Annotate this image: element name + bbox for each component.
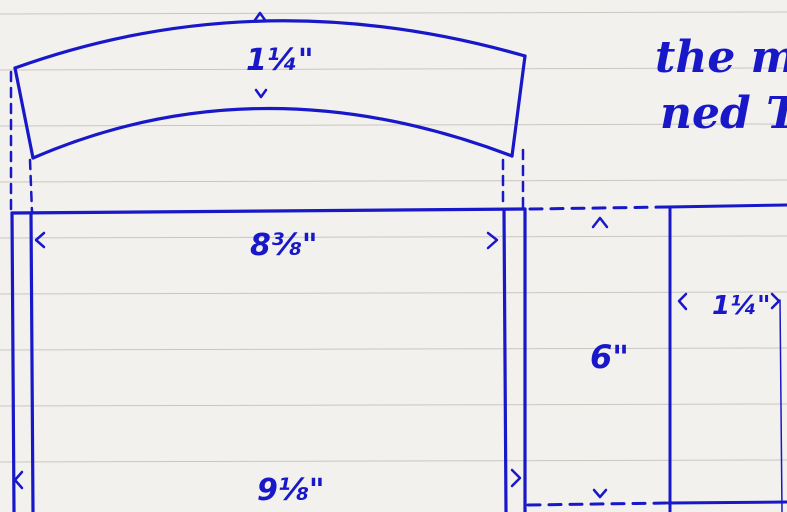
outer-width-right-arrowhead xyxy=(510,468,522,488)
rule-line xyxy=(0,403,787,407)
arch-bottom-arrowhead xyxy=(254,88,268,99)
note-line-2: ned T xyxy=(660,88,787,139)
rule-line xyxy=(0,459,787,463)
side-view-bottom-dashed xyxy=(526,501,670,507)
rule-line xyxy=(0,179,787,183)
arch-bottom-curve xyxy=(31,106,514,160)
rule-line xyxy=(0,11,787,15)
outer-width-arrows xyxy=(13,468,522,490)
inner-width-arrows xyxy=(34,231,499,250)
side-view-top-dashed xyxy=(528,205,670,211)
projection-lines xyxy=(9,70,525,214)
arch-right-edge xyxy=(510,54,527,158)
frame-inner-left xyxy=(29,211,35,512)
projection-inner-left xyxy=(28,158,34,214)
note-line-1: the m xyxy=(655,32,787,83)
rule-line xyxy=(0,347,787,351)
side-view xyxy=(526,203,787,512)
rule-line xyxy=(0,291,787,295)
arch-thickness-label: 1¼" xyxy=(246,43,314,78)
height-arrows xyxy=(591,216,609,499)
inner-width-right-arrowhead xyxy=(486,231,499,250)
depth-arrows xyxy=(677,292,781,311)
frame-inner-right xyxy=(502,208,508,512)
side-view-bottom-edge xyxy=(666,500,787,505)
arch-top-arrowhead xyxy=(253,11,267,22)
height-bottom-arrowhead xyxy=(592,488,608,499)
arch-thickness-arrows xyxy=(253,11,268,99)
height-label: 6" xyxy=(590,338,629,376)
frame-outer-left xyxy=(10,211,16,512)
outer-width-left-arrowhead xyxy=(13,470,24,490)
height-top-arrowhead xyxy=(591,216,609,229)
side-view-top-edge xyxy=(666,203,787,209)
frame-top-rail xyxy=(10,207,527,215)
rule-line xyxy=(0,235,787,239)
depth-label: 1¼" xyxy=(712,291,771,321)
side-view-right-edge xyxy=(779,299,783,512)
depth-left-arrowhead xyxy=(677,292,688,311)
inner-width-left-arrowhead xyxy=(34,231,46,249)
depth-right-arrowhead xyxy=(770,292,781,310)
outer-width-label: 9⅛" xyxy=(257,473,325,508)
inner-width-label: 8⅜" xyxy=(250,228,318,263)
rule-line xyxy=(0,67,787,71)
front-frame xyxy=(10,207,527,512)
arch-left-edge xyxy=(13,66,35,160)
